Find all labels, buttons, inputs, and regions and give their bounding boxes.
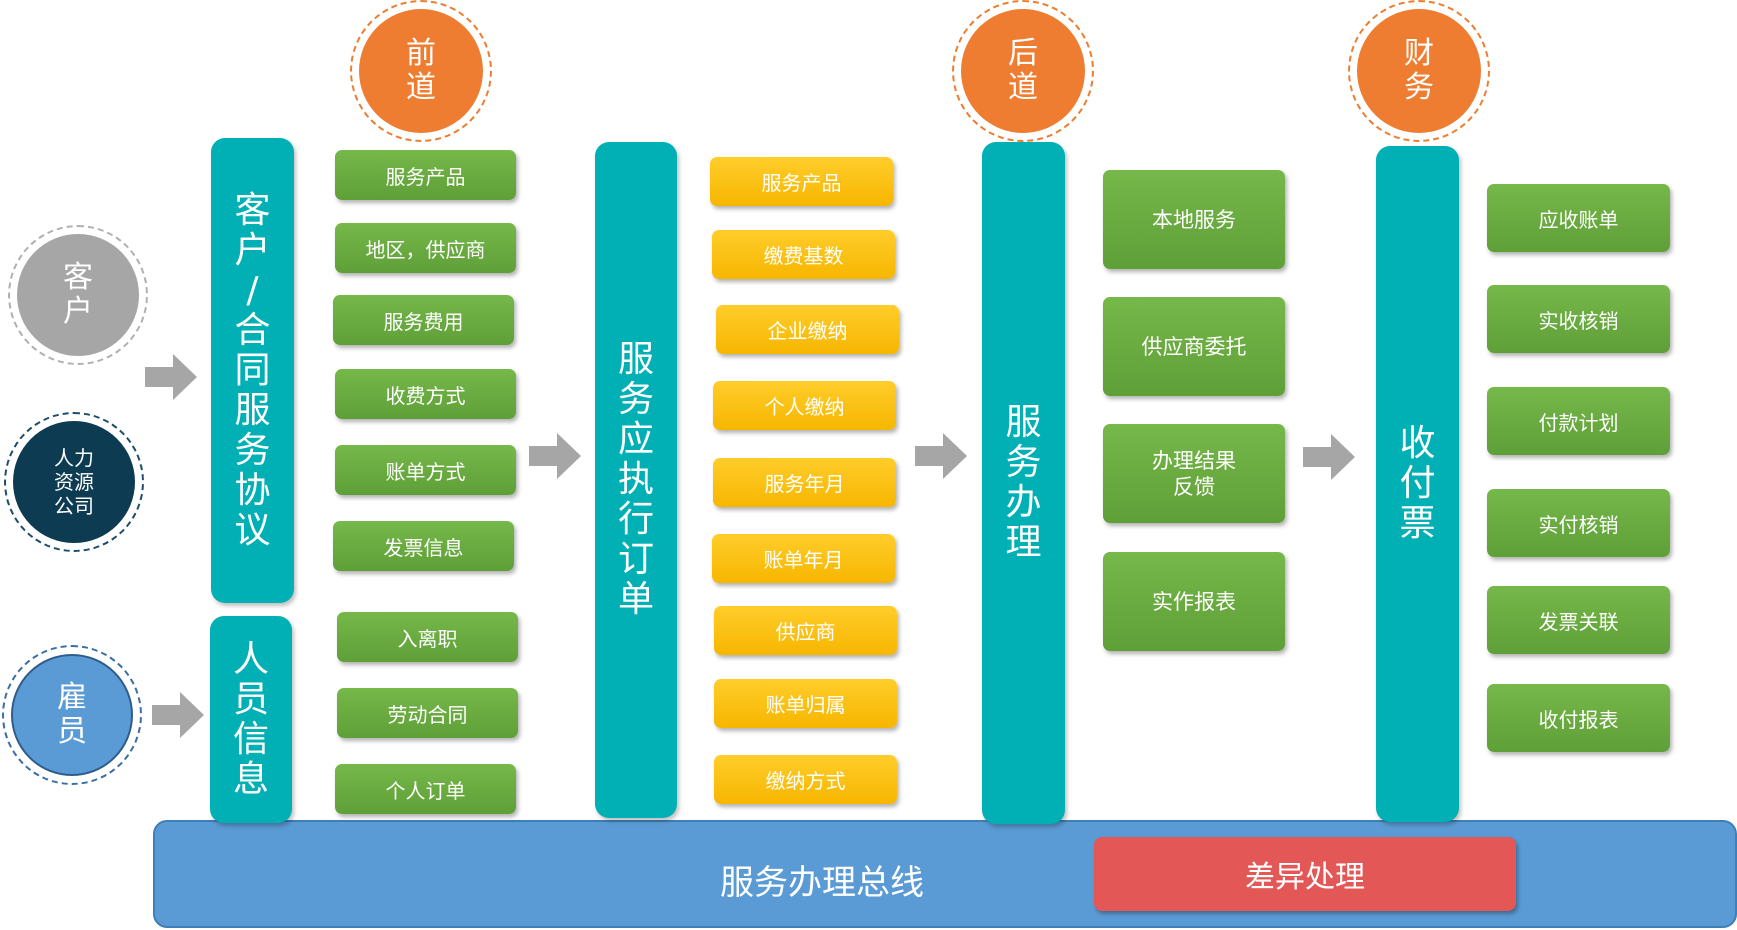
actor-employee: 雇 员 [11,654,133,776]
bar-char: 务 [1005,442,1042,483]
finance-item[interactable]: 发票关联 [1487,586,1670,654]
bar-char: 同 [234,349,271,391]
finance-item[interactable]: 收付报表 [1487,684,1670,752]
actor-customer: 客 户 [17,234,139,356]
order-item[interactable]: 缴纳方式 [714,755,897,804]
actor-hr-company-ring: 人力 资源 公司 [4,412,144,552]
receipts-payments-invoices-bar: 收 付 票 [1376,146,1459,822]
bar-char: 服 [234,389,271,431]
phase-frontend-ring: 前 道 [350,0,492,142]
service-execution-order-bar: 服 务 应 执 行 订 单 [595,142,677,818]
contract-item[interactable]: 收费方式 [335,369,516,419]
actor-customer-line2: 户 [63,294,93,329]
finance-item[interactable]: 应收账单 [1487,184,1670,252]
personnel-item[interactable]: 个人订单 [335,764,516,814]
phase-finance-line1: 财 [1404,36,1434,71]
contract-item[interactable]: 发票信息 [333,521,514,571]
phase-frontend-line1: 前 [406,36,436,71]
service-bus: 服务办理总线 差异处理 [153,820,1737,928]
bar-char: 信 [232,718,269,760]
phase-finance-line2: 务 [1404,70,1434,105]
phase-frontend: 前 道 [359,9,483,133]
backend-item[interactable]: 实作报表 [1103,552,1285,651]
actor-employee-line1: 雇 [57,680,87,715]
bar-char: 理 [1005,522,1042,563]
order-item[interactable]: 账单年月 [712,534,895,583]
actor-employee-line2: 员 [57,714,87,749]
bar-char: 票 [1399,503,1436,544]
phase-backend-line2: 道 [1008,70,1038,105]
finance-item[interactable]: 实付核销 [1487,489,1670,557]
bar-char: 员 [232,678,269,720]
contract-item[interactable]: 服务产品 [335,150,516,200]
bar-char: 订 [617,539,654,580]
bar-char: 服 [617,339,654,380]
actor-customer-ring: 客 户 [8,225,148,365]
bar-char: 务 [617,379,654,420]
contract-item[interactable]: 地区，供应商 [335,223,516,273]
bar-char: 客 [234,189,271,231]
order-item[interactable]: 服务产品 [710,157,893,206]
phase-finance-ring: 财 务 [1348,0,1490,142]
order-item[interactable]: 个人缴纳 [713,381,896,430]
contract-item[interactable]: 账单方式 [335,445,516,495]
arrow-right-icon [529,433,581,479]
arrow-right-icon [145,354,197,400]
bar-char: 付 [1399,463,1436,504]
phase-frontend-line2: 道 [406,70,436,105]
arrow-right-icon [152,692,204,738]
backend-item[interactable]: 供应商委托 [1103,297,1285,396]
personnel-item[interactable]: 劳动合同 [337,688,518,738]
bar-char: 合 [234,309,271,351]
service-bus-label: 服务办理总线 [720,863,924,903]
actor-employee-ring: 雇 员 [2,645,142,785]
arrow-right-icon [915,433,967,479]
order-item[interactable]: 企业缴纳 [716,305,899,354]
bar-char: 行 [617,499,654,540]
bar-char: 办 [1005,482,1042,523]
bar-char: / [246,269,259,311]
phase-backend-ring: 后 道 [952,0,1094,142]
personnel-item[interactable]: 入离职 [337,612,518,662]
phase-backend: 后 道 [961,9,1085,133]
phase-finance: 财 务 [1357,9,1481,133]
bar-char: 户 [234,229,271,271]
order-item[interactable]: 服务年月 [713,458,896,507]
bar-char: 协 [234,469,271,511]
order-item[interactable]: 账单归属 [714,679,897,728]
bar-char: 服 [1005,402,1042,443]
actor-hr-company-line1: 人力 [54,446,94,470]
bar-char: 人 [232,638,269,680]
backend-item[interactable]: 办理结果 反馈 [1103,424,1285,523]
bar-char: 息 [232,758,269,800]
actor-hr-company-line3: 公司 [54,494,94,518]
actor-customer-line1: 客 [63,260,93,295]
contract-agreement-bar: 客 户 / 合 同 服 务 协 议 [211,138,294,603]
arrow-right-icon [1303,434,1355,480]
order-item[interactable]: 供应商 [714,606,897,655]
contract-item[interactable]: 服务费用 [333,295,514,345]
phase-backend-line1: 后 [1008,36,1038,71]
personnel-info-bar: 人 员 信 息 [210,616,292,823]
bar-char: 单 [617,579,654,620]
bar-char: 收 [1399,423,1436,464]
bar-char: 执 [617,459,654,500]
actor-hr-company-line2: 资源 [54,470,94,494]
finance-item[interactable]: 实收核销 [1487,285,1670,353]
order-item[interactable]: 缴费基数 [712,230,895,279]
bar-char: 应 [617,419,654,460]
actor-hr-company: 人力 资源 公司 [13,421,135,543]
backend-item[interactable]: 本地服务 [1103,170,1285,269]
bar-char: 务 [234,429,271,471]
difference-handling-box[interactable]: 差异处理 [1094,837,1516,911]
service-handling-bar: 服 务 办 理 [982,142,1065,824]
bar-char: 议 [234,509,271,551]
finance-item[interactable]: 付款计划 [1487,387,1670,455]
